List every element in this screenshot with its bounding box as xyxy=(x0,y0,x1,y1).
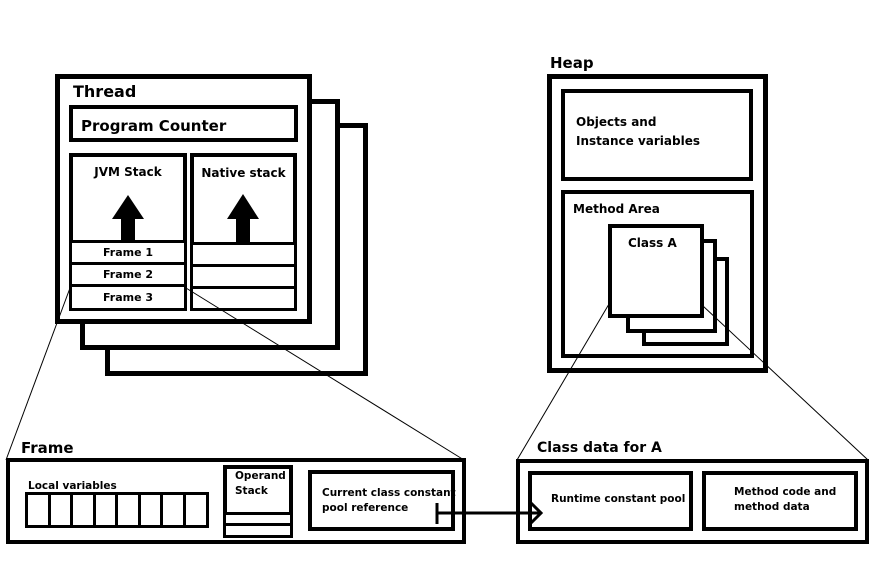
ccp-reference-box: Current class constant pool reference xyxy=(308,470,456,531)
jvm-frame-label: Frame 1 xyxy=(102,246,154,259)
method-code-box: Method code and method data xyxy=(702,471,858,531)
native-stack-title: Native stack xyxy=(201,166,286,180)
native-frame-row xyxy=(190,264,297,289)
jvm-frame-row: Frame 2 xyxy=(69,262,187,287)
jvm-frame-label: Frame 3 xyxy=(102,291,154,304)
method-code-line2: method data xyxy=(734,501,810,513)
local-variable-slot xyxy=(183,492,209,528)
class-a-box: Class A xyxy=(608,224,704,318)
jvm-frame-row: Frame 3 xyxy=(69,284,187,311)
arrow-up-icon xyxy=(227,194,259,246)
ccp-reference-line2: pool reference xyxy=(322,502,409,514)
runtime-constant-pool-label: Runtime constant pool xyxy=(551,493,686,505)
objects-box: Objects and Instance variables xyxy=(561,89,753,181)
operand-stack-line2: Stack xyxy=(235,485,268,497)
class-a-label: Class A xyxy=(628,236,677,250)
objects-label-line1: Objects and xyxy=(576,115,657,129)
local-variables-label: Local variables xyxy=(28,480,117,492)
program-counter-label: Program Counter xyxy=(81,117,227,135)
frame-title: Frame xyxy=(21,439,74,457)
heap-title: Heap xyxy=(550,54,594,72)
operand-stack-line1: Operand xyxy=(235,470,286,482)
method-code-line1: Method code and xyxy=(734,486,837,498)
operand-stack-slot xyxy=(223,523,293,538)
method-area-title: Method Area xyxy=(573,202,660,216)
local-variable-slot xyxy=(25,492,51,528)
program-counter-box: Program Counter xyxy=(69,105,298,142)
jvm-stack-title: JVM Stack xyxy=(94,165,162,179)
runtime-constant-pool-box: Runtime constant pool xyxy=(528,471,693,531)
objects-label-line2: Instance variables xyxy=(576,134,700,148)
jvm-frame-label: Frame 2 xyxy=(102,268,154,281)
native-frame-row xyxy=(190,286,297,311)
ccp-reference-line1: Current class constant xyxy=(322,487,456,499)
class-data-title: Class data for A xyxy=(537,440,662,456)
arrow-up-icon xyxy=(112,195,144,245)
local-variables-grid xyxy=(25,492,209,528)
thread-title: Thread xyxy=(73,82,137,101)
